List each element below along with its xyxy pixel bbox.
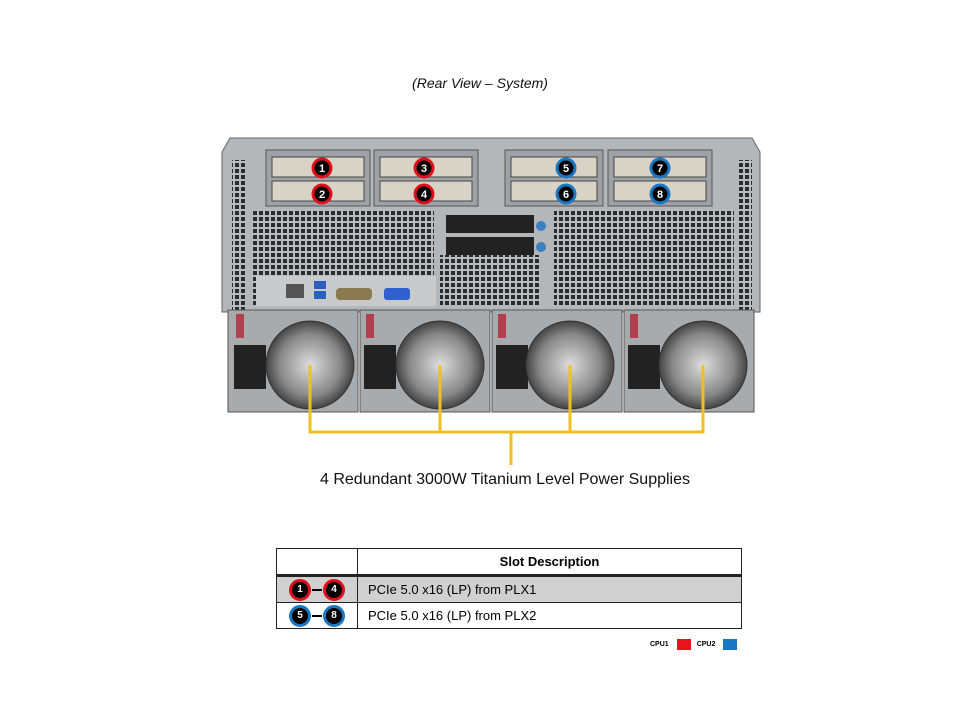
svg-text:3: 3 bbox=[421, 163, 427, 175]
psu-4 bbox=[623, 309, 755, 413]
svg-text:5: 5 bbox=[563, 163, 569, 175]
table-header: Slot Description bbox=[276, 548, 742, 577]
svg-text:6: 6 bbox=[563, 189, 569, 201]
legend-cpu2-swatch bbox=[723, 639, 738, 650]
slot-badge-3: 3 bbox=[413, 157, 435, 179]
slot-badge-1: 1 bbox=[311, 157, 333, 179]
cpu-legend: CPU1 CPU2 bbox=[650, 639, 738, 650]
svg-text:4: 4 bbox=[421, 189, 428, 201]
slot-badge-7: 7 bbox=[649, 157, 671, 179]
legend-cpu1-label: CPU1 bbox=[650, 641, 669, 648]
slot-badge-5: 5 bbox=[555, 157, 577, 179]
slot-badge-2: 2 bbox=[311, 183, 333, 205]
slot-badge-6: 6 bbox=[555, 183, 577, 205]
svg-text:8: 8 bbox=[657, 189, 663, 201]
legend-cpu2-label: CPU2 bbox=[696, 641, 716, 648]
psu-caption: 4 Redundant 3000W Titanium Level Power S… bbox=[320, 471, 690, 488]
header-slot-description: Slot Description bbox=[357, 548, 742, 577]
legend-cpu1-swatch bbox=[676, 639, 691, 650]
slot-badges: 1 2 3 4 5 6 7 8 bbox=[311, 157, 671, 205]
svg-text:1: 1 bbox=[319, 163, 325, 175]
svg-text:7: 7 bbox=[657, 163, 663, 175]
slot-description: PCIe 5.0 x16 (LP) from PLX2 bbox=[357, 602, 742, 629]
psu-1 bbox=[227, 309, 359, 413]
slot-description: PCIe 5.0 x16 (LP) from PLX1 bbox=[357, 575, 742, 603]
psu-3 bbox=[491, 309, 623, 413]
slot-badge-4: 4 bbox=[413, 183, 435, 205]
psu-2 bbox=[359, 309, 491, 413]
svg-text:2: 2 bbox=[319, 189, 325, 201]
header-blank bbox=[276, 548, 358, 577]
slot-badge-8: 8 bbox=[649, 183, 671, 205]
view-title: (Rear View – System) bbox=[412, 75, 548, 91]
psu-callout-lines bbox=[308, 365, 705, 465]
power-supplies bbox=[227, 309, 755, 413]
